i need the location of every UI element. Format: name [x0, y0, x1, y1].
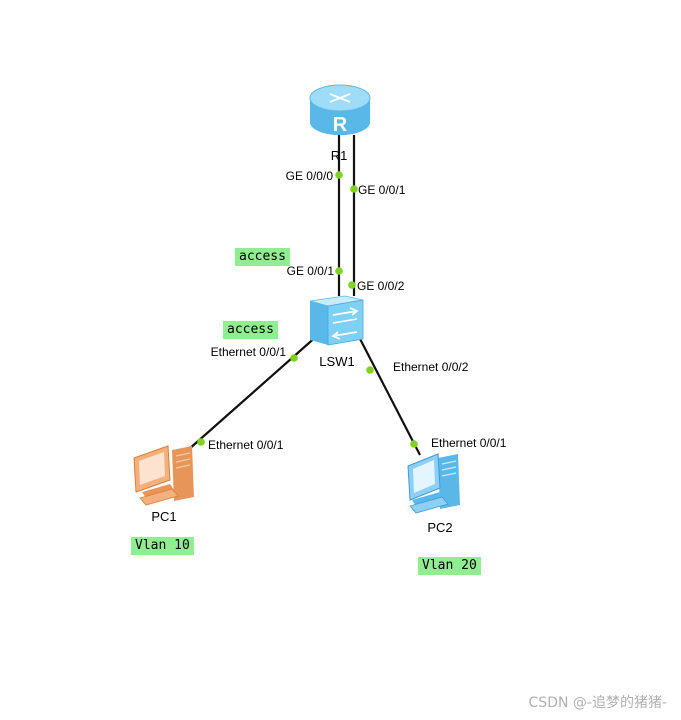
link-sw-pc1: [187, 334, 319, 451]
tag-vlan10: Vlan 10: [131, 537, 194, 555]
tag-vlan20: Vlan 20: [418, 557, 481, 575]
port-label-pc2-eth001: Ethernet 0/0/1: [431, 436, 507, 450]
pc2-icon[interactable]: [407, 453, 460, 514]
port-label-r1-ge001: GE 0/0/1: [358, 183, 406, 197]
switch-label: LSW1: [319, 354, 354, 369]
tag-access-top: access: [235, 248, 290, 266]
port-label-r1-ge000: GE 0/0/0: [286, 169, 334, 183]
router-label: R1: [331, 148, 348, 163]
port-label-pc1-eth001: Ethernet 0/0/1: [208, 438, 284, 452]
port-dot: [410, 440, 418, 448]
pc2-label: PC2: [427, 520, 452, 535]
tag-access-mid: access: [223, 321, 278, 339]
port-dot: [350, 185, 358, 193]
port-dots: [197, 171, 418, 448]
port-dot: [290, 354, 298, 362]
pc1-label: PC1: [151, 509, 176, 524]
pc1-icon[interactable]: [133, 445, 194, 506]
link-sw-pc2: [357, 334, 421, 456]
switch-icon[interactable]: [309, 295, 364, 346]
port-dot: [348, 281, 356, 289]
port-label-sw-ge002: GE 0/0/2: [357, 279, 405, 293]
port-dot: [366, 366, 374, 374]
port-label-sw-ge001: GE 0/0/1: [287, 264, 335, 278]
port-label-sw-eth001: Ethernet 0/0/1: [211, 345, 287, 359]
port-dot: [335, 171, 343, 179]
port-dot: [197, 438, 205, 446]
port-label-sw-eth002: Ethernet 0/0/2: [393, 360, 469, 374]
router-icon[interactable]: R: [309, 84, 371, 136]
port-dot: [335, 267, 343, 275]
router-r-glyph: R: [333, 114, 348, 136]
watermark: CSDN @-追梦的猪猪-: [528, 695, 667, 711]
